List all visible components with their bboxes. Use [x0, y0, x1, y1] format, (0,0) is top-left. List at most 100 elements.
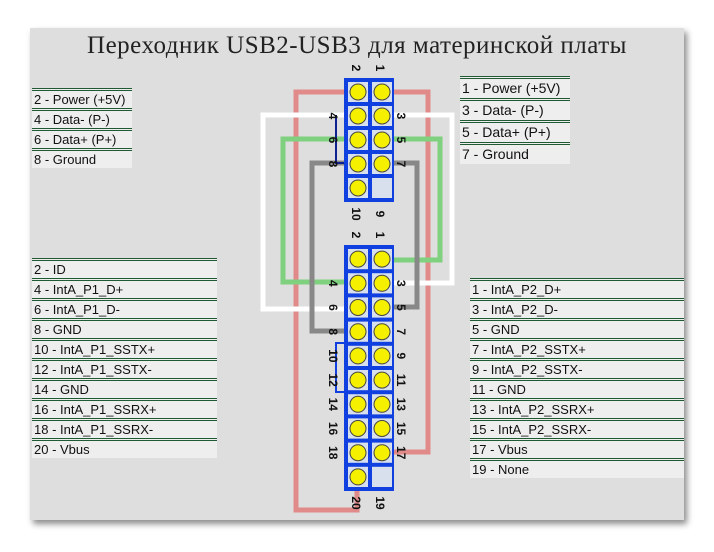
pin-label: 6 - Data+ (P+): [32, 128, 132, 148]
pin-20: [349, 468, 367, 486]
pin-10: [349, 179, 367, 197]
wire-gray-right: [381, 160, 420, 310]
pin-number: 19: [373, 496, 387, 510]
pin-number: 3: [394, 280, 408, 287]
pin-label: 17 - Vbus: [470, 438, 684, 458]
pin-number: 4: [326, 113, 340, 120]
pin-label: 14 - GND: [32, 378, 217, 398]
pin-label: 20 - Vbus: [32, 438, 217, 458]
usb2-left-pin-list: 2 - Power (+5V)4 - Data- (P-)6 - Data+ (…: [32, 88, 132, 168]
pin-8: [349, 323, 367, 341]
pin-number: 11: [394, 374, 408, 387]
pin-4: [349, 274, 367, 292]
pin-number: 12: [326, 373, 340, 387]
pin-1: [373, 83, 391, 101]
pin-15: [373, 420, 391, 437]
pin-label: 8 - Ground: [32, 148, 132, 168]
pin-number: 6: [326, 304, 340, 311]
pin-label: 2 - Power (+5V): [32, 88, 132, 108]
pin-number: 9: [373, 211, 387, 218]
pin-number: 2: [349, 232, 363, 239]
pin-6: [349, 299, 367, 316]
pin-label: 8 - GND: [32, 318, 217, 338]
wire-green-right: [381, 136, 443, 263]
pin-label: 13 - IntA_P2_SSRX+: [470, 398, 684, 418]
pin-number: 7: [394, 328, 408, 335]
pin-number: 5: [394, 304, 408, 311]
pin-16: [349, 420, 367, 437]
pin-number: 9: [394, 353, 408, 360]
pin-label: 12 - IntA_P1_SSTX-: [32, 358, 217, 378]
pin-label: 15 - IntA_P2_SSRX-: [470, 418, 684, 438]
wire-gray-left: [309, 160, 357, 334]
pin-number: 20: [349, 496, 363, 510]
pin-number: 15: [394, 422, 408, 436]
pin-label: 11 - GND: [470, 378, 684, 398]
pin-label: 4 - Data- (P-): [32, 108, 132, 128]
pin-label: 1 - Power (+5V): [460, 76, 570, 98]
pin-label: 5 - Data+ (P+): [460, 120, 570, 142]
pin-label: 2 - ID: [32, 258, 217, 278]
wire-green-left: [280, 136, 357, 285]
pin-2: [349, 250, 367, 268]
pin-number: 18: [326, 446, 340, 460]
pin-label: 16 - IntA_P1_SSRX+: [32, 398, 217, 418]
pin-8: [349, 155, 367, 173]
pin-label: 7 - IntA_P2_SSTX+: [470, 338, 684, 358]
pin-label: 4 - IntA_P1_D+: [32, 278, 217, 298]
pin-number: 3: [394, 113, 408, 120]
pin-number: 10: [349, 207, 363, 221]
pin-number: 16: [326, 422, 340, 436]
pin-10: [349, 347, 367, 365]
pin-number: 13: [394, 398, 408, 412]
pin-label: 3 - Data- (P-): [460, 98, 570, 120]
pin-17: [373, 444, 391, 462]
pin-label: 6 - IntA_P1_D-: [32, 298, 217, 318]
pin-number: 1: [373, 232, 387, 239]
pin-4: [349, 107, 367, 125]
usb2-right-pin-list: 1 - Power (+5V)3 - Data- (P-)5 - Data+ (…: [460, 76, 570, 164]
pin-label: 1 - IntA_P2_D+: [470, 278, 684, 298]
wire-red-vbus-left: [293, 89, 360, 513]
pin-number: 7: [394, 161, 408, 168]
pin-label: 10 - IntA_P1_SSTX+: [32, 338, 217, 358]
pin-11: [373, 371, 391, 389]
pin-5: [373, 299, 391, 316]
wire-red-vbus-right: [381, 89, 431, 455]
pin-label: 3 - IntA_P2_D-: [470, 298, 684, 318]
pin-cell: [372, 178, 392, 198]
pin-number: 8: [326, 161, 340, 168]
pin-13: [373, 395, 391, 413]
pin-number: 14: [326, 398, 340, 412]
pin-number: 5: [394, 137, 408, 144]
pin-label: 7 - Ground: [460, 142, 570, 164]
pin-3: [373, 274, 391, 292]
pin-3: [373, 107, 391, 125]
pin-12: [349, 371, 367, 389]
pin-label: 9 - IntA_P2_SSTX-: [470, 358, 684, 378]
pin-14: [349, 395, 367, 413]
pin-6: [349, 131, 367, 149]
pin-cell: [372, 466, 392, 487]
pin-18: [349, 444, 367, 462]
pin-2: [349, 83, 367, 101]
pin-number: 10: [326, 349, 340, 363]
pin-number: 4: [326, 280, 340, 287]
pin-9: [373, 347, 391, 365]
diagram-title: Переходник USB2-USB3 для материнской пла…: [87, 32, 627, 59]
pin-label: 19 - None: [470, 458, 684, 478]
usb2-connector: 2 1 4 3 6 5 8 7 10 9: [326, 65, 408, 221]
pin-number: 17: [394, 446, 408, 460]
pin-label: 18 - IntA_P1_SSRX-: [32, 418, 217, 438]
pin-number: 2: [349, 65, 363, 72]
pin-7: [373, 155, 391, 173]
pin-1: [373, 250, 391, 268]
pin-label: 5 - GND: [470, 318, 684, 338]
pin-number: 8: [326, 328, 340, 335]
pin-number: 6: [326, 137, 340, 144]
pin-number: 1: [373, 65, 387, 72]
